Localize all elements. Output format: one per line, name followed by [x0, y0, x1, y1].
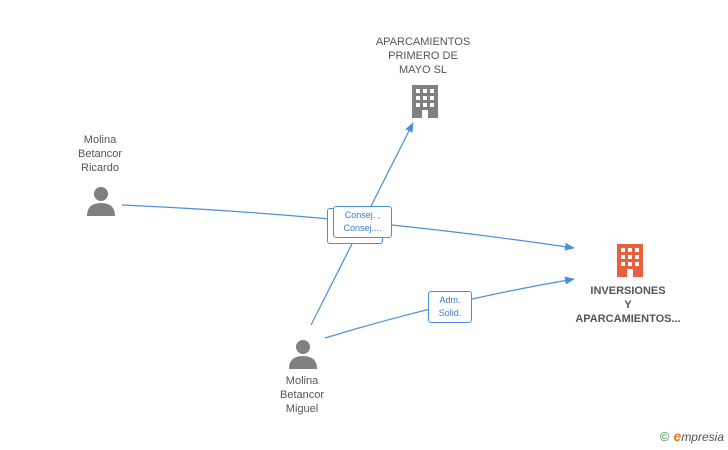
company-top-label[interactable]: APARCAMIENTOS PRIMERO DE MAYO SL [362, 35, 484, 77]
brand-logo: empresia [674, 428, 724, 444]
copyright-symbol: © [659, 428, 670, 444]
company-main-label-line: APARCAMIENTOS... [575, 313, 681, 325]
building-icon[interactable] [614, 244, 646, 278]
company-main-label-line: Y [624, 299, 632, 311]
company-main-label[interactable]: INVERSIONES Y APARCAMIENTOS... [566, 284, 690, 326]
person-icon[interactable] [86, 186, 116, 216]
person-miguel-label-line: Miguel [285, 403, 319, 415]
building-icon[interactable] [409, 85, 441, 119]
person-miguel-label-line: Betancor [279, 389, 325, 401]
person-icon[interactable] [288, 339, 318, 369]
relation-box-consej[interactable]: Consej. , Consej.... [333, 206, 392, 238]
relation-adm-line: Solid. [438, 308, 462, 318]
company-top-label-line: MAYO SL [398, 64, 448, 76]
company-top-label-line: PRIMERO DE [388, 50, 458, 62]
relation-box-adm[interactable]: Adm. Solid. [428, 291, 472, 323]
empresia-watermark[interactable]: © empresia [660, 428, 724, 444]
relation-consej-line: Consej. , [344, 210, 381, 220]
company-main-label-line: INVERSIONES [590, 285, 666, 297]
relation-adm-line: Adm. [439, 295, 461, 305]
person-miguel-label[interactable]: Molina Betancor Miguel [262, 374, 342, 416]
brand-name: mpresia [681, 430, 724, 444]
person-ricardo-label-line: Ricardo [81, 162, 119, 174]
person-ricardo-label-line: Molina [83, 134, 117, 146]
relation-consej-line: Consej.... [343, 223, 382, 233]
person-miguel-label-line: Molina [285, 375, 319, 387]
company-top-label-line: APARCAMIENTOS [375, 36, 471, 48]
brand-initial: e [673, 428, 682, 444]
person-ricardo-label[interactable]: Molina Betancor Ricardo [60, 133, 140, 175]
person-ricardo-label-line: Betancor [77, 148, 123, 160]
